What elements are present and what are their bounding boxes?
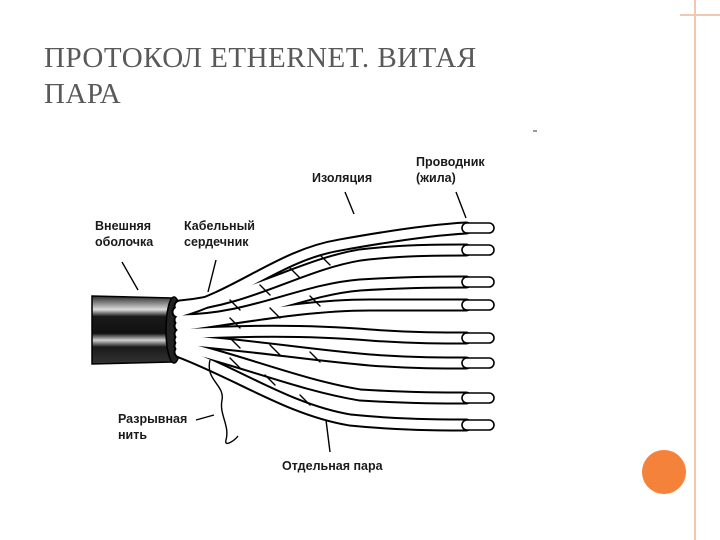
- label-rip-cord-line2: нить: [118, 428, 147, 442]
- label-insulation: Изоляция: [312, 171, 372, 185]
- wire-bundle: [171, 221, 473, 432]
- label-outer-jacket-line1: Внешняя: [95, 219, 151, 233]
- title-line-2: ПАРА: [44, 78, 122, 110]
- label-single-pair: Отдельная пара: [282, 459, 384, 473]
- accent-circle: [642, 450, 686, 494]
- slide-frame-right: [694, 0, 696, 540]
- rip-cord: [208, 359, 239, 445]
- conductor-tips: [461, 222, 495, 431]
- label-outer-jacket-line2: оболочка: [95, 235, 154, 249]
- label-conductor-line1: Проводник: [416, 155, 485, 169]
- label-conductor-line2: (жила): [416, 171, 456, 185]
- label-rip-cord-line1: Разрывная: [118, 412, 187, 426]
- pointer-lines: [121, 191, 467, 453]
- label-cable-core-line1: Кабельный: [184, 219, 255, 233]
- page-title: ПРОТОКОЛ ETHERNET. ВИТАЯ ПАРА: [44, 40, 564, 112]
- label-cable-core-line2: сердечник: [184, 235, 249, 249]
- outer-jacket: [91, 295, 183, 365]
- title-line-1: ПРОТОКОЛ ETHERNET. ВИТАЯ: [44, 42, 477, 74]
- slide-frame-top: [680, 14, 720, 16]
